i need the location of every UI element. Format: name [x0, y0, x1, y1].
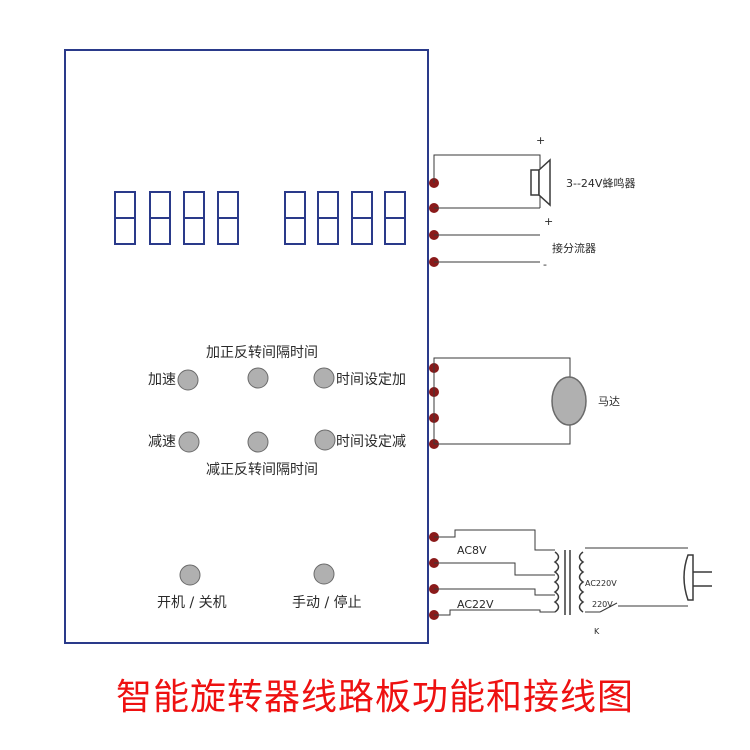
buzzer-plus-top: + [536, 134, 546, 147]
motor-wiring [433, 357, 571, 445]
buzzer-plus-bottom: + [544, 215, 554, 228]
decelerate-label: 减速 [148, 434, 176, 450]
digit-display-group-1 [114, 191, 239, 245]
power-wiring [434, 529, 688, 616]
splitter-label: 接分流器 [552, 242, 596, 255]
manual-stop-label: 手动 / 停止 [292, 595, 362, 611]
circuit-board-frame [64, 49, 429, 644]
accelerate-button[interactable] [177, 369, 199, 391]
motor-label: 马达 [598, 395, 620, 408]
time-set-reduce-button[interactable] [314, 429, 336, 451]
add-interval-button[interactable] [247, 367, 269, 389]
decelerate-button[interactable] [178, 431, 200, 453]
transformer-220v-label: 220V [592, 600, 613, 609]
time-set-add-button[interactable] [313, 367, 335, 389]
digit-1-2 [149, 191, 171, 245]
switch-label: K [594, 627, 600, 636]
power-label: 开机 / 关机 [157, 595, 227, 611]
reduce-interval-button[interactable] [247, 431, 269, 453]
power-button[interactable] [179, 564, 201, 586]
transformer-ac220v-label: AC220V [585, 579, 617, 588]
add-interval-label: 加正反转间隔时间 [206, 345, 318, 361]
ac22v-label: AC22V [457, 598, 494, 611]
digit-1-3 [183, 191, 205, 245]
time-set-reduce-label: 时间设定减 [336, 434, 406, 450]
digit-display-group-2 [284, 191, 406, 245]
diagram-caption: 智能旋转器线路板功能和接线图 [115, 677, 634, 718]
transformer-icon [553, 550, 585, 615]
accelerate-label: 加速 [148, 372, 176, 388]
ac8v-label: AC8V [457, 544, 487, 557]
buzzer-icon [530, 158, 551, 207]
buzzer-wiring [433, 154, 541, 263]
time-set-add-label: 时间设定加 [336, 372, 406, 388]
digit-2-3 [351, 191, 373, 245]
digit-2-4 [384, 191, 406, 245]
digit-2-1 [284, 191, 306, 245]
manual-stop-button[interactable] [313, 563, 335, 585]
digit-1-4 [217, 191, 239, 245]
splitter-minus: - [543, 258, 547, 271]
reduce-interval-label: 减正反转间隔时间 [206, 462, 318, 478]
digit-1-1 [114, 191, 136, 245]
buzzer-label: 3--24V蜂鸣器 [566, 177, 636, 190]
digit-2-2 [317, 191, 339, 245]
motor-icon [551, 376, 587, 426]
plug-icon [683, 554, 712, 601]
